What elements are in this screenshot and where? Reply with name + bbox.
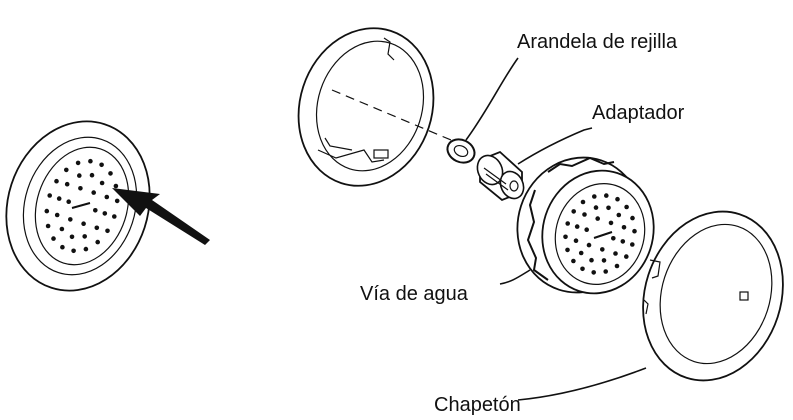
spray-hole: [574, 224, 580, 229]
spray-hole: [624, 204, 629, 210]
spray-hole: [615, 196, 620, 202]
spray-hole: [108, 171, 113, 176]
spray-hole: [112, 214, 117, 219]
spray-hole: [601, 258, 607, 263]
spray-hole: [60, 244, 65, 250]
spray-hole: [89, 172, 95, 178]
spray-hole: [565, 221, 570, 226]
spray-hole: [93, 208, 98, 213]
spray-hole: [88, 158, 93, 164]
spray-hole: [54, 212, 60, 218]
spray-hole: [75, 160, 81, 166]
spray-hole: [586, 242, 592, 248]
spray-hole: [630, 215, 635, 221]
spray-hole: [99, 180, 105, 186]
spray-hole: [573, 238, 579, 243]
spray-hole: [54, 178, 59, 184]
spray-hole: [45, 223, 51, 229]
spray-hole: [69, 234, 75, 240]
spray-hole: [606, 205, 611, 211]
spray-hole: [64, 167, 69, 173]
spray-hole: [68, 217, 73, 222]
spray-hole: [114, 198, 120, 204]
spray-hole: [582, 212, 587, 217]
escutcheon: [642, 210, 784, 382]
grid-washer: [446, 138, 476, 164]
trim-ring-back: [297, 27, 435, 187]
spray-hole: [56, 196, 62, 201]
spray-hole: [578, 250, 584, 256]
spray-hole: [611, 236, 616, 241]
spray-hole: [614, 263, 620, 269]
leader-adapter: [517, 127, 593, 165]
assembly-axis: [331, 89, 471, 149]
spray-hole: [580, 266, 585, 272]
spray-hole: [603, 269, 608, 274]
label-grid-washer: Arandela de rejilla: [517, 31, 678, 53]
spray-hole: [600, 247, 605, 252]
spray-hole: [77, 173, 82, 178]
spray-holes-left: [44, 158, 120, 254]
spray-hole: [47, 193, 52, 198]
spray-hole: [113, 183, 119, 189]
adapter: [476, 150, 525, 202]
spray-hole: [59, 226, 65, 232]
label-adapter: Adaptador: [592, 102, 685, 124]
spray-hole: [99, 162, 104, 168]
spray-hole: [593, 205, 599, 210]
spray-hole: [591, 270, 596, 275]
leader-waterway: [499, 269, 531, 285]
spray-hole: [51, 236, 56, 241]
spray-hole: [580, 199, 586, 205]
spray-hole: [632, 228, 637, 234]
spray-hole: [66, 199, 71, 204]
spray-holes-right: [563, 193, 637, 275]
spray-hole: [630, 242, 635, 247]
spray-hole: [94, 225, 100, 231]
assembled-showerhead: [5, 120, 151, 292]
spray-hole: [595, 216, 600, 221]
label-waterway: Vía de agua: [360, 283, 469, 305]
spray-hole: [71, 248, 76, 254]
spray-hole: [584, 227, 589, 232]
spray-hole: [589, 257, 594, 263]
spray-hole: [95, 239, 100, 245]
leader-grid-washer: [465, 57, 519, 141]
spray-hole: [571, 209, 576, 214]
spray-hole: [81, 221, 86, 226]
spray-hole: [91, 190, 96, 195]
spray-hole: [604, 193, 609, 198]
label-escutcheon: Chapetón: [434, 394, 521, 416]
spray-hole: [102, 211, 108, 216]
spray-hole: [621, 225, 627, 230]
waterway-assembly: [516, 156, 655, 295]
spray-hole: [64, 181, 70, 187]
spray-hole: [104, 194, 110, 200]
spray-hole: [105, 228, 110, 234]
spray-hole: [82, 234, 87, 239]
spray-hole: [620, 239, 626, 244]
spray-hole: [565, 247, 570, 253]
spray-hole: [571, 258, 576, 264]
spray-hole: [563, 234, 568, 240]
arrow-icon: [112, 188, 210, 245]
spray-hole: [78, 186, 83, 191]
spray-hole: [608, 220, 614, 226]
spray-hole: [624, 254, 629, 259]
spray-hole: [83, 246, 89, 252]
spray-hole: [613, 251, 618, 256]
spray-hole: [616, 212, 622, 218]
leader-escutcheon: [517, 367, 647, 401]
spray-hole: [592, 194, 597, 199]
spray-hole: [44, 208, 50, 214]
